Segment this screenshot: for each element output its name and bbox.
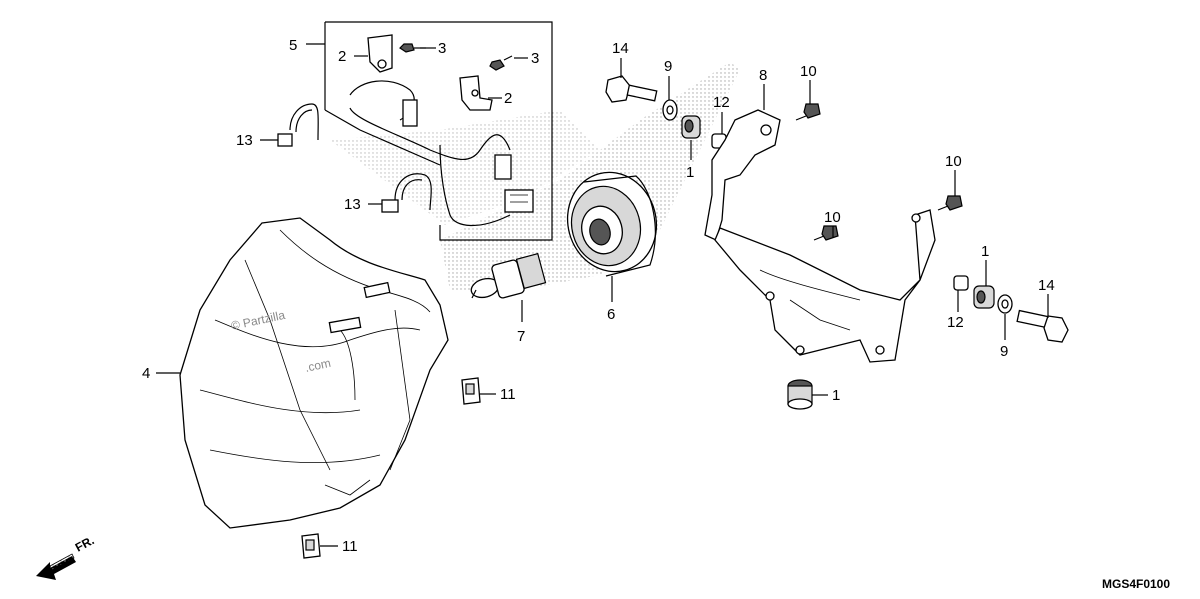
wire-harness (324, 80, 534, 227)
rubber-mount-icon (787, 379, 813, 410)
bolt-icon (813, 225, 839, 241)
callout-3: 3 (438, 40, 446, 57)
callout-1: 1 (832, 387, 840, 404)
headlight-bracket-icon (704, 109, 936, 363)
callout-4: 4 (142, 365, 150, 382)
clip-icon (459, 75, 493, 111)
callout-14: 14 (1038, 277, 1055, 294)
headlight-housing (179, 217, 449, 529)
callout-6: 6 (607, 306, 615, 323)
front-direction-arrow-icon (36, 553, 76, 580)
dust-cover-icon (566, 171, 658, 277)
stipple-region (330, 110, 600, 225)
callout-10: 10 (945, 153, 962, 170)
callout-10: 10 (824, 209, 841, 226)
direction-label: FR. (73, 533, 97, 554)
callout-3: 3 (531, 50, 539, 67)
callout-1: 1 (981, 243, 989, 260)
bolt-icon (795, 103, 821, 121)
harness-clip-icon (381, 173, 432, 213)
clip-nut-icon (301, 533, 321, 559)
bolt-icon (1016, 309, 1069, 343)
callout-9: 9 (664, 58, 672, 75)
callout-14: 14 (612, 40, 629, 57)
callout-2: 2 (338, 48, 346, 65)
connector-icon (402, 99, 418, 127)
stipple-region (440, 62, 740, 290)
callout-8: 8 (759, 67, 767, 84)
callout-11: 11 (342, 538, 358, 555)
callout-12: 12 (713, 94, 730, 111)
callout-7: 7 (517, 328, 525, 345)
collar-icon (953, 275, 969, 291)
callout-11: 11 (500, 386, 516, 403)
bolt-icon (605, 75, 658, 103)
callout-12: 12 (947, 314, 964, 331)
screw-icon (489, 55, 513, 71)
grommet-icon (681, 115, 701, 139)
harness-box (324, 21, 553, 241)
clip-icon (367, 34, 393, 73)
bolt-icon (937, 195, 963, 211)
callout-10: 10 (800, 63, 817, 80)
callout-9: 9 (1000, 343, 1008, 360)
connector-icon (504, 189, 534, 213)
callout-2: 2 (504, 90, 512, 107)
callout-13: 13 (344, 196, 361, 213)
callout-5: 5 (289, 37, 297, 54)
diagram-code: MGS4F0100 (1102, 577, 1170, 591)
clip-nut-icon (461, 377, 481, 405)
bulb-icon (470, 252, 547, 299)
harness-clip-icon (277, 103, 319, 147)
leader-lines (156, 47, 1049, 547)
watermark-text: .com (304, 356, 332, 375)
connector-icon (494, 154, 512, 180)
callout-1: 1 (686, 164, 694, 181)
callout-13: 13 (236, 132, 253, 149)
grommet-icon (973, 285, 995, 309)
